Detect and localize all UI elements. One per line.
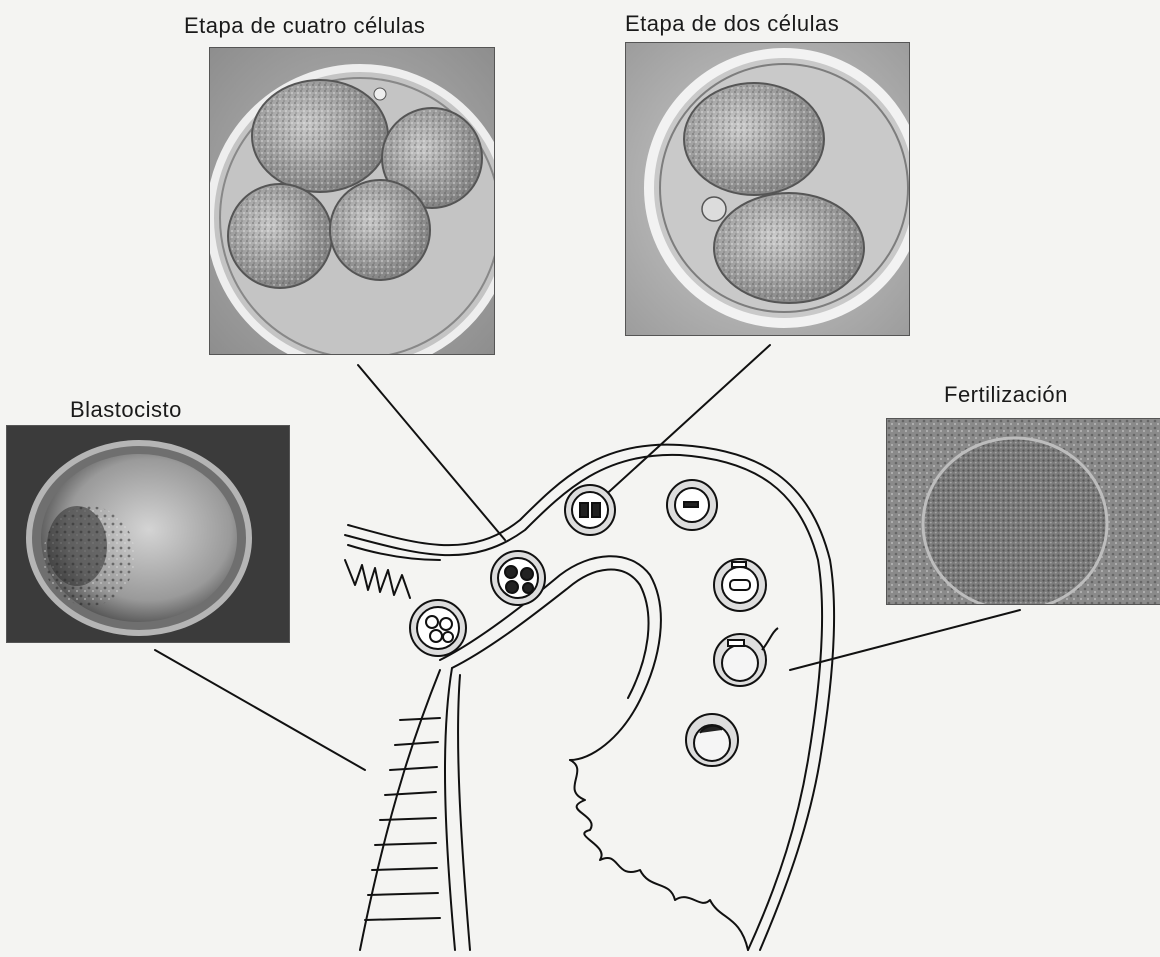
leader-two-cell bbox=[600, 345, 770, 500]
label-blastocyst: Blastocisto bbox=[70, 397, 182, 423]
embryo-fertilization bbox=[714, 628, 778, 686]
label-four-cell-stage: Etapa de cuatro células bbox=[184, 13, 425, 39]
two-cell-stage-photo bbox=[625, 42, 910, 336]
blastocyst-photo bbox=[6, 425, 290, 643]
leader-fertilization bbox=[790, 610, 1020, 670]
embryo-pronuclei bbox=[714, 559, 766, 611]
fimbriae bbox=[570, 760, 748, 950]
fertilization-photo bbox=[886, 418, 1160, 605]
embryo-blastocyst-stage bbox=[410, 600, 466, 656]
embryo-two-cell-stage bbox=[565, 485, 615, 535]
oviduct-inner-wall bbox=[440, 556, 661, 760]
leader-four-cell bbox=[358, 365, 505, 540]
uterine-wall bbox=[360, 670, 440, 950]
label-fertilization: Fertilización bbox=[944, 382, 1068, 408]
label-two-cell-stage: Etapa de dos células bbox=[625, 11, 839, 37]
embryo-four-cell-stage bbox=[491, 551, 545, 605]
four-cell-stage-photo bbox=[209, 47, 495, 355]
leader-blastocyst bbox=[155, 650, 365, 770]
oviduct-outer-wall bbox=[348, 445, 834, 950]
embryo-zygote bbox=[667, 480, 717, 530]
embryo-oocyte bbox=[686, 714, 738, 766]
